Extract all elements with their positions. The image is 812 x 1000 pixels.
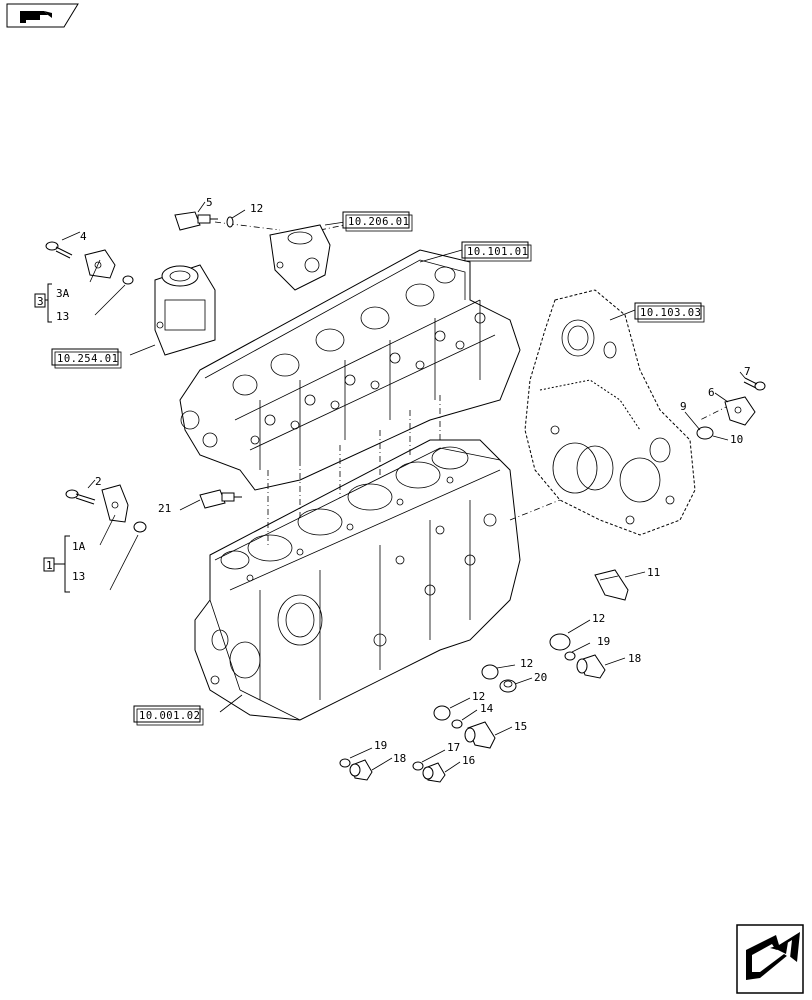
seal-ring-13-top: [122, 275, 134, 285]
ref-box-10-101-01[interactable]: 10.101.01: [461, 241, 532, 262]
seal-ring-12-right: [549, 633, 571, 651]
ref-label-10-103-03: 10.103.03: [640, 307, 701, 319]
callout-21: 21: [158, 502, 171, 515]
callout-17: 17: [447, 741, 460, 754]
engine-block: [194, 439, 521, 721]
callout-16: 16: [462, 754, 475, 767]
callout-10: 10: [730, 433, 743, 446]
ref-box-10-254-01[interactable]: 10.254.01: [51, 348, 122, 369]
callout-18-right: 18: [628, 652, 641, 665]
plug-16: [422, 762, 446, 783]
thermostat-housing: [154, 264, 216, 356]
cylinder-head: [179, 249, 521, 491]
callouts: 4 5 12 3 3A 13 2 1 1A 13 21 7 6 9 10 11 …: [37, 196, 751, 767]
seal-ring-10: [696, 426, 714, 440]
plug-11: [594, 569, 629, 601]
callout-2: 2: [95, 475, 102, 488]
ref-box-10-001-02[interactable]: 10.001.02: [133, 705, 204, 726]
leader-lines: [61, 201, 746, 773]
coolant-outlet: [269, 224, 331, 291]
timing-cover: [524, 289, 696, 536]
callout-14: 14: [480, 702, 494, 715]
kit-bracket-3: [34, 283, 52, 323]
kit-bracket-1: [43, 535, 70, 593]
seal-ring-19-right: [564, 651, 576, 661]
seal-ring-13-bottom: [133, 521, 147, 533]
ref-box-10-206-01[interactable]: 10.206.01: [342, 211, 413, 232]
callout-13-bottom: 13: [72, 570, 85, 583]
seal-ring-14: [451, 719, 463, 729]
bolt-7: [743, 377, 766, 391]
callout-7: 7: [744, 365, 751, 378]
callout-19-right: 19: [597, 635, 610, 648]
plug-20: [499, 679, 517, 693]
callout-13-top: 13: [56, 310, 69, 323]
callout-3A: 3A: [56, 287, 70, 300]
plug-18-lower: [349, 759, 373, 781]
ref-label-10-254-01: 10.254.01: [57, 353, 118, 365]
temperature-sensor-5: [174, 211, 218, 231]
book-hand-icon[interactable]: [6, 3, 79, 28]
seal-ring-19-lower: [339, 758, 351, 768]
sensor-6: [724, 396, 756, 426]
seal-ring-12-lower: [433, 705, 451, 721]
callout-18-lower: 18: [393, 752, 406, 765]
callout-kit-1: 1: [46, 559, 53, 572]
ref-label-10-101-01: 10.101.01: [467, 246, 528, 258]
plug-15: [464, 721, 496, 749]
seal-ring-17: [412, 761, 424, 771]
callout-kit-3: 3: [37, 295, 44, 308]
seal-ring-12-middle: [481, 664, 499, 680]
ref-box-10-103-03[interactable]: 10.103.03: [634, 302, 705, 323]
callout-6: 6: [708, 386, 715, 399]
sensor-1A: [101, 484, 129, 523]
callout-20: 20: [534, 671, 547, 684]
callout-9: 9: [680, 400, 687, 413]
temperature-sensor-21: [199, 489, 242, 509]
callout-12-top: 12: [250, 202, 263, 215]
callout-1A: 1A: [72, 540, 86, 553]
sensor-3A: [84, 249, 116, 279]
callout-11: 11: [647, 566, 660, 579]
next-page-arrow-icon[interactable]: [736, 924, 804, 994]
ref-label-10-001-02: 10.001.02: [139, 710, 200, 722]
callout-12-right: 12: [592, 612, 605, 625]
bolt-4: [45, 241, 73, 259]
bolt-2: [65, 489, 96, 505]
callout-5: 5: [206, 196, 213, 209]
callout-12-middle: 12: [520, 657, 533, 670]
ref-label-10-206-01: 10.206.01: [348, 216, 409, 228]
callout-4: 4: [80, 230, 87, 243]
plug-18-right: [576, 654, 606, 679]
seal-ring-12-top: [226, 216, 234, 228]
callout-12-lower: 12: [472, 690, 485, 703]
callout-15: 15: [514, 720, 527, 733]
callout-19-lower: 19: [374, 739, 387, 752]
